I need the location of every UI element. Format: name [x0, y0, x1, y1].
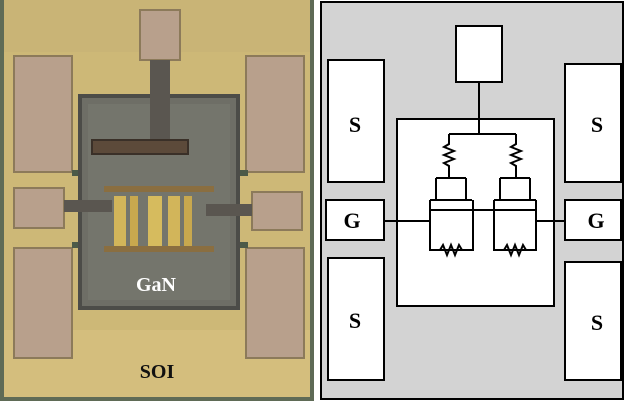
source-pad-top-left: [327, 59, 385, 183]
photo-gate-trace-right: [206, 204, 252, 216]
drain-resistor-left: [441, 134, 457, 178]
gate-pad-left: [325, 199, 385, 241]
fet-left-resistor: [439, 242, 463, 258]
gate-pad-right: [564, 199, 622, 241]
circuit: [384, 82, 565, 258]
label-s-bottom-left: S: [349, 308, 361, 333]
finger: [168, 196, 180, 246]
source-pad-bottom-left: [327, 257, 385, 381]
gan-label: GaN: [136, 274, 177, 296]
micrograph-panel: GaN SOI: [0, 0, 314, 401]
photo-pad-top: [139, 9, 181, 61]
label-s-top-left: S: [349, 112, 361, 137]
source-pad-bottom-right: [564, 261, 622, 381]
photo-pad-top-right: [245, 55, 305, 173]
fet-right-legs-top: [499, 178, 531, 200]
photo-pad-bottom-left: [13, 247, 73, 359]
photo-gate-pad-left: [13, 187, 65, 229]
finger-bus-bottom: [104, 246, 214, 252]
finger: [148, 196, 162, 246]
fet-left-source-loop: [429, 200, 474, 251]
finger: [184, 196, 192, 246]
drain-pad: [455, 25, 503, 83]
finger-bus-top: [104, 186, 214, 192]
photo-gate-pad-right: [251, 191, 303, 231]
finger: [114, 196, 126, 246]
photo-resistor-bar: [91, 139, 189, 155]
photo-pad-bottom-right: [245, 247, 305, 359]
schematic-panel: S S S S G G: [320, 1, 624, 400]
label-s-bottom-right: S: [591, 310, 603, 335]
finger: [130, 196, 138, 246]
label-g-left: G: [343, 208, 360, 233]
fet-right-resistor: [503, 242, 527, 258]
source-pad-top-right: [564, 63, 622, 183]
photo-pad-top-left: [13, 55, 73, 173]
label-s-top-right: S: [591, 112, 603, 137]
photo-transistor-fingers: [64, 186, 252, 252]
photo-gate-trace-left: [64, 200, 112, 212]
fet-right-source-loop: [493, 200, 537, 251]
photo-drain-line: [150, 60, 170, 140]
device-box: [396, 118, 555, 307]
soi-label: SOI: [140, 361, 175, 383]
label-g-right: G: [587, 208, 604, 233]
drain-resistor-right: [508, 134, 524, 178]
fet-left-legs-top: [435, 178, 467, 200]
